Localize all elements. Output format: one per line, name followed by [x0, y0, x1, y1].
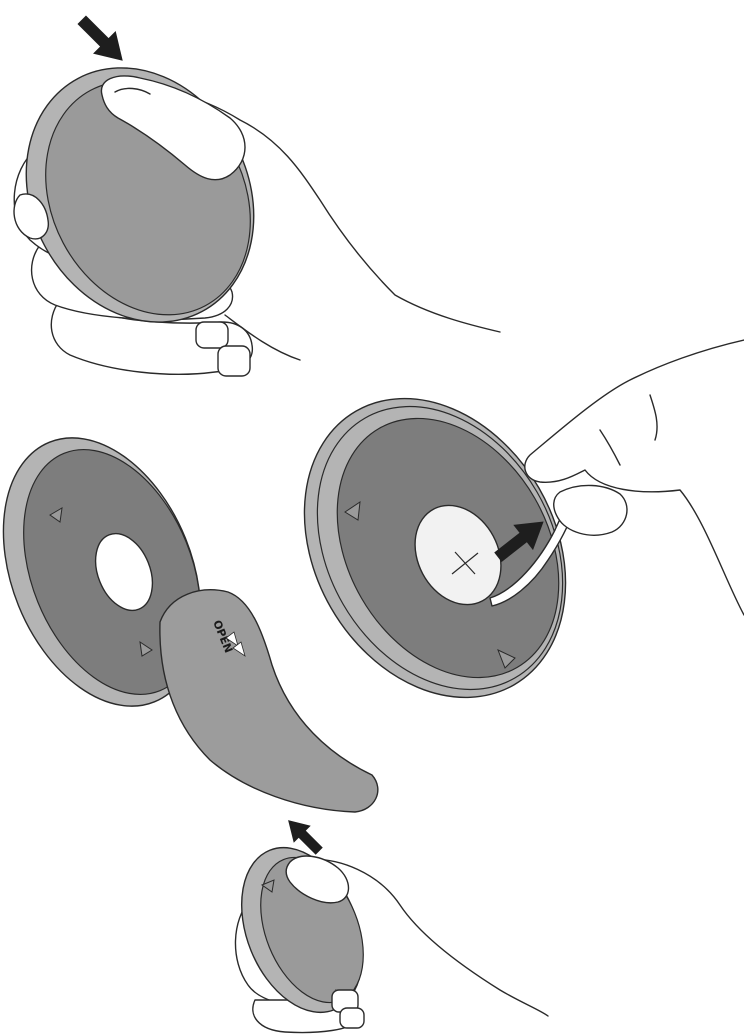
- fingertip: [340, 1008, 364, 1028]
- arrow-icon: [70, 8, 134, 72]
- step-peel-film: [252, 340, 744, 745]
- step-remove-cover: [219, 812, 548, 1033]
- step-press-disc: [0, 8, 500, 376]
- fingertip: [218, 346, 250, 376]
- fingertip: [196, 322, 228, 348]
